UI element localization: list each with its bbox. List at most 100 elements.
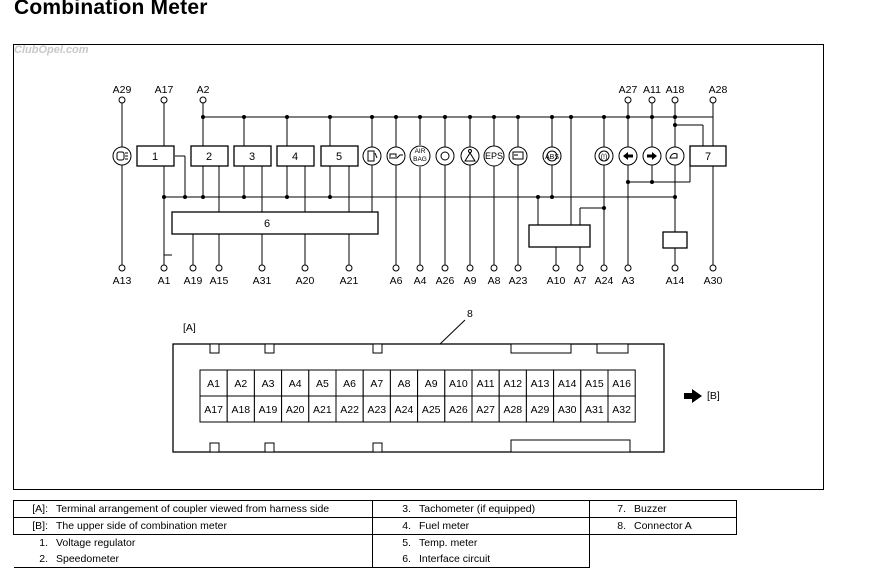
coupler-pin-a23	[362, 395, 391, 423]
terminal-a19	[189, 264, 197, 272]
terminal-label-a14: A14	[666, 275, 685, 287]
coupler-pin-a28	[498, 395, 527, 423]
coupler-side-label: [B]	[707, 390, 720, 402]
block-4	[276, 145, 315, 167]
watermark-logo: ClubOpel.com	[14, 44, 89, 56]
coupler-pin-label: A22	[340, 404, 359, 416]
terminal-label-a11: A11	[643, 84, 661, 96]
wires	[121, 100, 714, 265]
legend-key: 6.	[372, 551, 419, 568]
terminal-label-a2: A2	[197, 84, 210, 96]
terminal-label-a30: A30	[704, 275, 723, 287]
coupler-pin-a32	[607, 395, 636, 423]
coupler-callout: 8	[467, 308, 473, 320]
legend-value: Buzzer	[634, 500, 737, 518]
legend-key: 5.	[402, 537, 411, 549]
terminal-label-a23: A23	[509, 275, 528, 287]
terminal-a1	[160, 264, 168, 272]
terminal-a30	[709, 264, 717, 272]
legend-value: Temp. meter	[419, 534, 590, 551]
coupler-pin-a22	[335, 395, 364, 423]
eps-text: EPS	[485, 151, 503, 161]
airbag-indicator-icon	[409, 145, 431, 167]
terminal-label-a10: A10	[547, 275, 566, 287]
terminal-a14	[671, 264, 679, 272]
coupler-pin-label: A18	[231, 404, 250, 416]
coupler-pin-label: A23	[367, 404, 386, 416]
block-5	[320, 145, 359, 167]
coupler-pin-label: A15	[585, 378, 604, 390]
coupler-pin-label: A27	[476, 404, 495, 416]
coupler-pin-label: A19	[259, 404, 278, 416]
coupler-pin-a24	[389, 395, 419, 423]
airbag-text: AIR	[415, 148, 426, 155]
terminal-a10	[552, 264, 560, 272]
legend-value: The upper side of combination meter	[56, 517, 373, 535]
legend-value	[634, 551, 737, 568]
coupler-pin-label: A5	[316, 378, 329, 390]
terminal-a9	[466, 264, 474, 272]
coupler-pin-label: A24	[395, 404, 414, 416]
coupler-pin-a6	[335, 369, 364, 397]
coupler-pin-label: A4	[289, 378, 302, 390]
terminal-a26	[441, 264, 449, 272]
legend-value: Speedometer	[56, 551, 373, 568]
coupler-pin-label: A25	[422, 404, 441, 416]
legend-key: 3.	[372, 500, 419, 518]
terminal-label-a18: A18	[666, 84, 685, 96]
terminal-a8	[490, 264, 498, 272]
coupler-pin-label: A21	[313, 404, 332, 416]
coupler-pin-label: A16	[612, 378, 631, 390]
coupler-pin-a8	[389, 369, 419, 397]
coupler-pin-label: A11	[477, 378, 495, 390]
coupler-pin-a25	[417, 395, 446, 423]
brake-label: (!)	[601, 154, 608, 161]
coupler-pin-a31	[580, 395, 609, 423]
terminal-label-a28: A28	[709, 84, 728, 96]
terminal-label-a8: A8	[488, 275, 501, 287]
terminal-a7	[576, 264, 584, 272]
diagram-frame	[13, 44, 824, 490]
legend-key: 1.	[39, 537, 48, 549]
block-3-label: 3	[249, 151, 255, 163]
terminal-label-a27: A27	[619, 84, 638, 96]
coupler-pin-a30	[553, 395, 582, 423]
legend-value: Terminal arrangement of coupler viewed f…	[56, 500, 373, 518]
legend-value: Voltage regulator	[56, 534, 373, 551]
terminal-a3	[624, 264, 632, 272]
terminal-a24	[600, 264, 608, 272]
coupler-pin-label: A26	[449, 404, 468, 416]
coupler-pin-a4	[281, 369, 310, 397]
terminal-a21	[345, 264, 353, 272]
terminal-label-a7: A7	[574, 275, 587, 287]
block-6	[171, 211, 379, 235]
terminal-label-a26: A26	[436, 275, 455, 287]
abs-indicator-icon	[542, 146, 562, 166]
page-title: Combination Meter	[14, 0, 208, 19]
block-6-label: 6	[264, 218, 270, 230]
terminal-label-a6: A6	[390, 275, 403, 287]
coupler-pin-label: A17	[204, 404, 223, 416]
legend-value	[634, 535, 737, 552]
legend-row: 1. Voltage regulator 5. Temp. meter	[14, 534, 737, 552]
legend-value: Connector A	[634, 517, 737, 535]
coupler-pin-label: A28	[503, 404, 522, 416]
terminal-a20	[301, 264, 309, 272]
legend-key: 4.	[372, 517, 419, 535]
block-3	[233, 145, 272, 167]
light-indicator-icon	[112, 146, 132, 166]
legend-table: [A]:Terminal arrangement of coupler view…	[13, 500, 737, 568]
terminal-a13	[118, 264, 126, 272]
coupler-pin-label: A31	[585, 404, 604, 416]
block-4-label: 4	[292, 151, 298, 163]
buzzer-box	[662, 231, 688, 249]
junction-dots	[162, 115, 677, 210]
coupler-pin-label: A7	[370, 378, 383, 390]
block-7-label: 7	[705, 151, 711, 163]
terminal-label-a19: A19	[184, 275, 203, 287]
terminal-a6	[392, 264, 400, 272]
brake-indicator-icon	[594, 146, 614, 166]
terminal-a4	[416, 264, 424, 272]
coupler-pin-label: A30	[558, 404, 577, 416]
terminal-label-a3: A3	[622, 275, 635, 287]
